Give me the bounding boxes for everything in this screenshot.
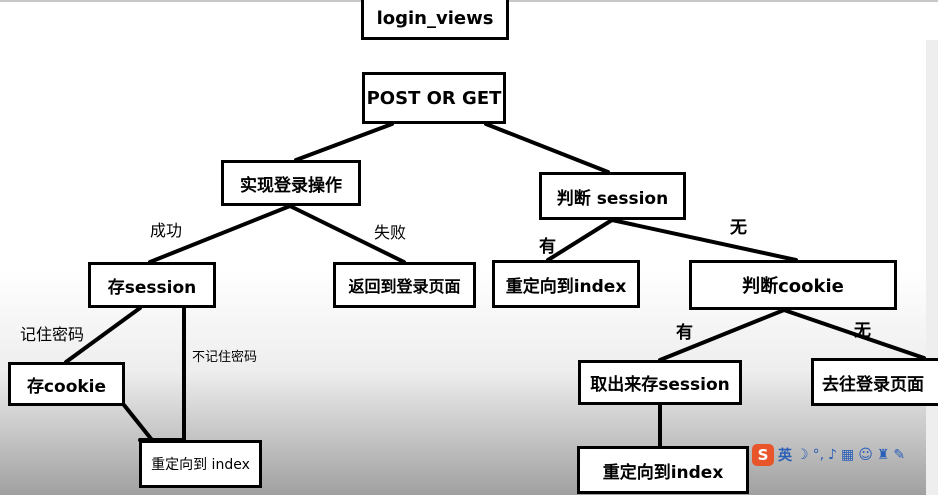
label-have-session: 有 xyxy=(539,237,556,257)
node-get-and-save-session: 取出来存session xyxy=(578,360,742,405)
punctuation-icon[interactable]: °, xyxy=(812,447,825,463)
node-back-login-page: 返回到登录页面 xyxy=(333,262,476,308)
edge-login-to-save-session xyxy=(148,204,292,264)
node-redirect-index-3: 重定向到index xyxy=(577,446,749,494)
label-success: 成功 xyxy=(150,221,183,240)
node-label: 重定向到 index xyxy=(151,457,250,473)
label-no-cookie: 无 xyxy=(854,321,871,341)
node-check-cookie: 判断cookie xyxy=(689,260,897,310)
keyboard-icon[interactable]: ▦ xyxy=(840,447,855,463)
edge-login-to-back xyxy=(288,204,406,264)
microphone-icon[interactable]: ♪ xyxy=(828,447,837,463)
node-goto-login-page: 去往登录页面 xyxy=(811,358,938,406)
ime-toolbar[interactable]: S 英 ☽ °, ♪ ▦ ☺ ♜ ✎ xyxy=(752,442,938,468)
moon-icon[interactable]: ☽ xyxy=(796,447,809,463)
node-label: login_views xyxy=(376,7,494,29)
edge-session-to-cookie xyxy=(610,218,798,262)
label-have-cookie: 有 xyxy=(676,323,693,343)
node-label: 判断 session xyxy=(556,188,669,209)
edge-post-to-session xyxy=(484,122,610,174)
edge-cookie-to-redirect xyxy=(122,403,154,442)
node-label: 判断cookie xyxy=(742,276,844,297)
label-remember-password: 记住密码 xyxy=(20,325,85,344)
node-label: 重定向到index xyxy=(602,462,724,483)
wrench-icon[interactable]: ✎ xyxy=(893,447,906,463)
edge-cookie-to-goto xyxy=(782,308,926,360)
node-redirect-index-2: 重定向到 index xyxy=(139,440,262,488)
language-toggle[interactable]: 英 xyxy=(778,448,792,464)
node-label: 重定向到index xyxy=(505,276,627,297)
edge-save-session-to-cookie xyxy=(64,306,142,364)
node-save-cookie: 存cookie xyxy=(8,362,125,406)
sogou-logo-icon[interactable]: S xyxy=(752,444,774,466)
node-save-session: 存session xyxy=(88,262,216,308)
node-label: 去往登录页面 xyxy=(822,374,924,395)
user-icon[interactable]: ☺ xyxy=(858,447,873,463)
edge-cookie-to-get-session xyxy=(658,308,786,362)
edge-post-to-login xyxy=(294,122,394,162)
label-fail: 失败 xyxy=(374,223,407,242)
node-post-or-get: POST OR GET xyxy=(362,72,506,124)
shirt-icon[interactable]: ♜ xyxy=(876,447,890,463)
node-redirect-index-1: 重定向到index xyxy=(492,260,640,308)
node-label: 返回到登录页面 xyxy=(348,277,461,296)
label-not-remember-password: 不记住密码 xyxy=(192,350,258,365)
edge-session-to-redirect xyxy=(546,218,614,262)
node-label: 存cookie xyxy=(26,376,107,397)
node-login-operation: 实现登录操作 xyxy=(221,160,361,206)
label-no-session: 无 xyxy=(730,218,747,238)
node-label: 取出来存session xyxy=(590,375,730,395)
node-label: POST OR GET xyxy=(366,87,502,109)
node-label: 存session xyxy=(107,277,197,298)
node-check-session: 判断 session xyxy=(539,172,686,220)
node-label: 实现登录操作 xyxy=(240,175,342,196)
node-login-views: login_views xyxy=(361,0,509,40)
